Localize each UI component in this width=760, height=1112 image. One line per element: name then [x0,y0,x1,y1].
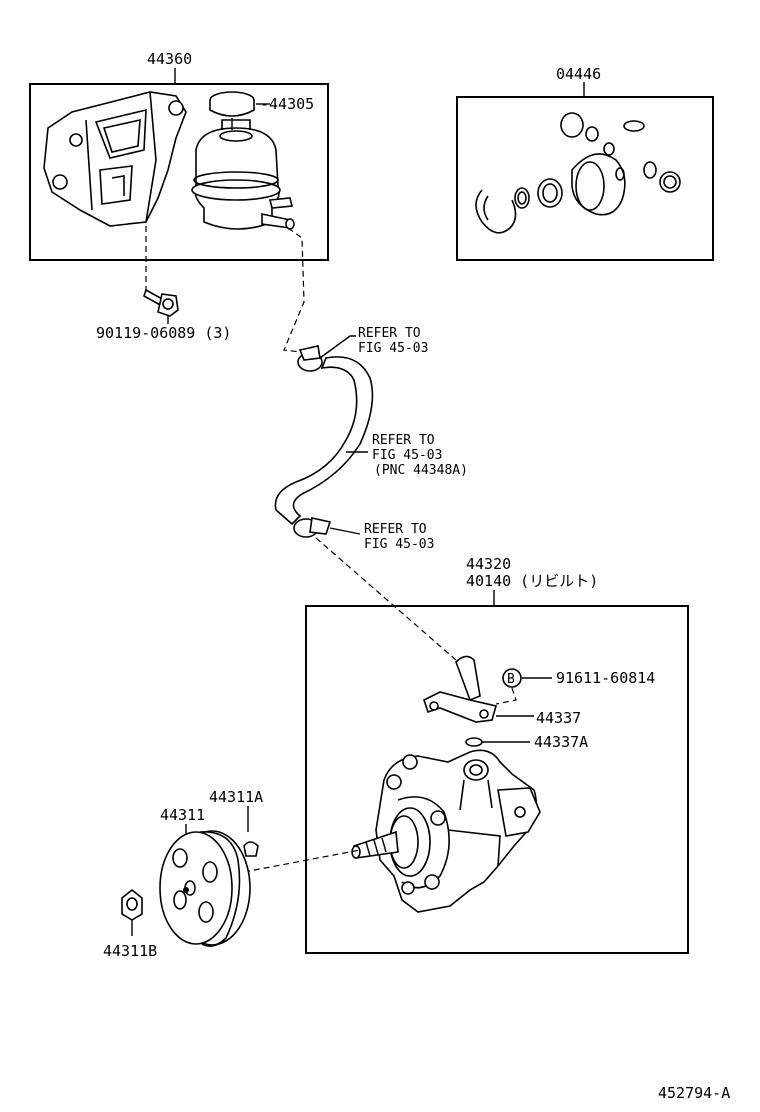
seal-kit-group: 04446 [456,65,714,261]
power-steering-pump[interactable] [351,749,541,913]
seal-kit-parts[interactable] [475,112,681,234]
return-hose[interactable] [274,356,374,526]
ref3-line1: REFER TO [364,522,427,537]
part-label-90119[interactable]: 90119-06089 (3) [96,324,231,342]
union-fitting[interactable] [423,655,498,723]
reservoir-cap[interactable] [209,91,255,130]
ref2-line3: (PNC 44348A) [374,463,468,478]
ref2-line2: FIG 45-03 [372,448,442,463]
b-marker-text: B [507,672,515,687]
ref1-line1: REFER TO [358,326,421,341]
pump-pulley[interactable] [159,830,251,947]
reservoir-assembly-group: 44360 [29,50,329,261]
part-label-40140[interactable]: 40140 (リビルト) [466,572,598,590]
pulley-woodruff-key[interactable] [243,841,259,857]
ref2-line1: REFER TO [372,433,435,448]
upper-hose-clamp[interactable] [297,345,323,372]
lower-hose-clamp[interactable] [293,517,332,538]
part-label-44360[interactable]: 44360 [147,50,192,68]
seal-kit-box [456,96,714,261]
ref1-line2: FIG 45-03 [358,341,428,356]
pump-assembly-box [305,605,689,954]
part-label-44320[interactable]: 44320 [466,555,511,573]
reservoir-assembly-box [29,83,329,261]
part-label-44311[interactable]: 44311 [160,806,205,824]
part-label-44337A[interactable]: 44337A [534,733,588,751]
part-label-91611[interactable]: 91611-60814 [556,669,655,687]
bracket-bolt[interactable] [143,288,179,317]
pulley-nut[interactable] [121,888,143,921]
part-label-44337[interactable]: 44337 [536,709,581,727]
part-label-04446[interactable]: 04446 [556,65,601,83]
reservoir-bracket[interactable] [43,91,187,227]
pump-assembly-group: 44320 40140 (リビルト) B 91611-60814 44337 4… [305,555,689,954]
part-label-44311A[interactable]: 44311A [209,788,263,806]
part-label-44311B[interactable]: 44311B [103,942,157,960]
b-marker: B [502,668,522,688]
part-label-44305[interactable]: -44305 [260,95,314,113]
diagram-code: 452794-A [658,1084,730,1102]
ref3-line2: FIG 45-03 [364,537,434,552]
union-gasket[interactable] [465,737,483,747]
reservoir-tank[interactable] [191,119,295,230]
